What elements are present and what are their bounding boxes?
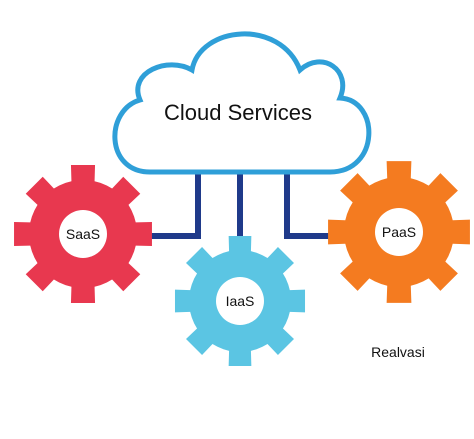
gear-paas-hub [375,208,423,256]
connector-saas [145,172,201,239]
watermark-text: Realvasi [371,344,425,360]
cloud-shape [112,31,372,175]
gear-paas-label: PaaS [382,224,416,240]
cloud-label: Cloud Services [164,100,312,125]
connectors [145,172,332,240]
gear-paas: PaaS [328,161,470,303]
gear-iaas-hub [216,277,264,325]
connector-paas [284,172,332,239]
gear-saas-hub [59,210,107,258]
gear-saas-label: SaaS [66,226,100,242]
gear-saas: SaaS [14,165,152,303]
gear-iaas-label: IaaS [226,293,255,309]
gear-iaas: IaaS [174,235,306,367]
